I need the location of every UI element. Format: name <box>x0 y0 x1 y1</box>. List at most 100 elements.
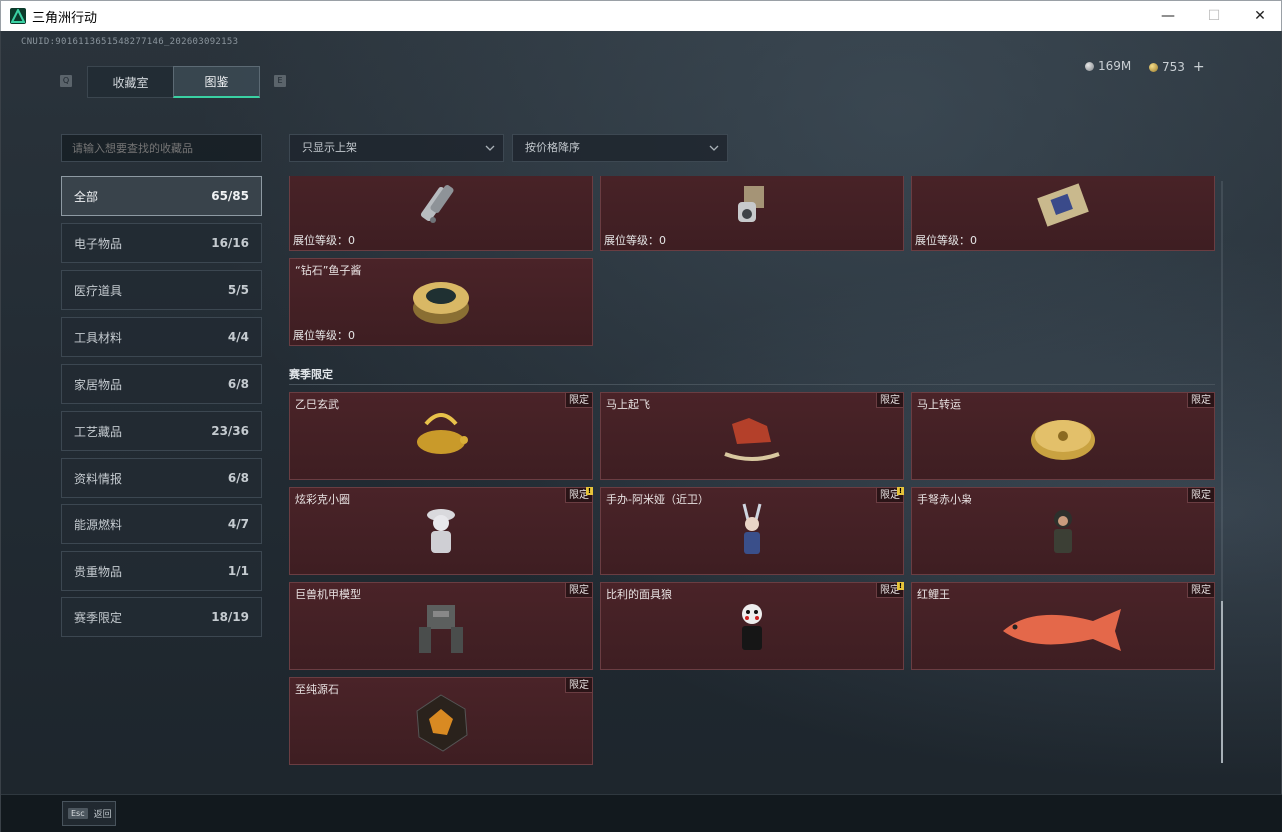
billy-puppet-icon <box>742 603 762 650</box>
category-label: 医疗道具 <box>74 283 123 298</box>
item-name: 乙巳玄武 <box>295 398 339 411</box>
tab-next-key[interactable]: E <box>274 75 286 87</box>
category-energy[interactable]: 能源燃料 4/7 <box>61 504 262 544</box>
collectible-card[interactable]: 手办-阿米娅（近卫） 限定 ! <box>600 487 904 575</box>
booth-level: 展位等级：0 <box>604 234 666 247</box>
category-count: 16/16 <box>211 236 249 250</box>
category-season-limited[interactable]: 赛季限定 18/19 <box>61 597 262 637</box>
close-icon: ✕ <box>1254 8 1266 24</box>
category-label: 贵重物品 <box>74 564 123 579</box>
section-divider <box>289 384 1215 385</box>
category-count: 4/7 <box>227 517 249 531</box>
grid-scrollbar[interactable] <box>1221 181 1223 763</box>
search-input[interactable] <box>61 134 262 162</box>
add-currency-button[interactable]: + <box>1192 59 1205 75</box>
window-title: 三角洲行动 <box>32 10 98 26</box>
collectible-card[interactable]: 手弩赤小枭 限定 <box>911 487 1215 575</box>
golden-tortoise-icon <box>417 413 468 454</box>
figurine-icon <box>427 508 455 553</box>
collectible-card[interactable]: 至纯源石 限定 <box>289 677 593 765</box>
category-label: 电子物品 <box>74 236 123 251</box>
item-name: 比利的面具狼 <box>606 588 672 601</box>
category-label: 赛季限定 <box>74 610 123 625</box>
gold-coin-icon <box>1149 62 1158 72</box>
new-mark-icon: ! <box>897 582 904 590</box>
category-crafts[interactable]: 工艺藏品 23/36 <box>61 411 262 451</box>
tab-collection-room[interactable]: 收藏室 <box>87 66 174 98</box>
scrollbar-thumb[interactable] <box>1221 601 1223 763</box>
item-name: 手弩赤小枭 <box>917 493 972 506</box>
sort-dropdown[interactable]: 按价格降序 <box>512 134 728 162</box>
category-all[interactable]: 全部 65/85 <box>61 176 262 216</box>
golden-wheel-icon <box>1031 420 1095 460</box>
category-count: 23/36 <box>211 424 249 438</box>
window-titlebar: 三角洲行动 — ☐ ✕ <box>0 0 1282 31</box>
chevron-down-icon <box>709 145 719 151</box>
originium-crystal-icon <box>416 694 468 752</box>
collectible-card[interactable]: 巨兽机甲模型 限定 <box>289 582 593 670</box>
maximize-icon: ☐ <box>1207 8 1221 24</box>
category-label: 家居物品 <box>74 377 123 392</box>
player-uid: CNUID:90161136515482771​46_202603092153 <box>21 37 239 47</box>
crossbow-figure-icon <box>1054 509 1072 553</box>
item-name: 马上转运 <box>917 398 961 411</box>
collectible-card[interactable]: 红鲤王 限定 <box>911 582 1215 670</box>
booth-level: 展位等级：0 <box>293 329 355 342</box>
item-name: 手办-阿米娅（近卫） <box>606 493 709 506</box>
silver-coin-icon <box>1085 61 1094 71</box>
category-electronics[interactable]: 电子物品 16/16 <box>61 223 262 263</box>
category-count: 4/4 <box>227 330 249 344</box>
category-label: 能源燃料 <box>74 517 123 532</box>
limited-badge: 限定 <box>1187 488 1214 503</box>
limited-badge: 限定 <box>1187 393 1214 408</box>
category-household[interactable]: 家居物品 6/8 <box>61 364 262 404</box>
collectible-card[interactable]: 马上起飞 限定 <box>600 392 904 480</box>
collectible-card[interactable]: “钻石”鱼子酱 展位等级：0 <box>289 258 593 346</box>
gold-currency: 753 + <box>1149 59 1205 75</box>
limited-badge: 限定 <box>565 583 592 598</box>
category-intel[interactable]: 资料情报 6/8 <box>61 458 262 498</box>
maximize-button[interactable]: ☐ <box>1191 1 1237 31</box>
limited-badge: 限定 <box>876 393 903 408</box>
item-name: 炫彩克小圈 <box>295 493 350 506</box>
red-carp-icon <box>1003 609 1121 652</box>
silver-currency: 169M <box>1085 59 1131 73</box>
new-mark-icon: ! <box>897 487 904 495</box>
section-title: 赛季限定 <box>289 368 333 381</box>
collectible-card[interactable]: 乙巳玄武 限定 <box>289 392 593 480</box>
category-valuables[interactable]: 贵重物品 1/1 <box>61 551 262 591</box>
collectible-card[interactable]: 炫彩克小圈 限定 ! <box>289 487 593 575</box>
minimize-button[interactable]: — <box>1145 1 1191 31</box>
category-count: 65/85 <box>211 189 249 203</box>
close-button[interactable]: ✕ <box>1237 1 1282 31</box>
item-name: 红鲤王 <box>917 588 950 601</box>
rocking-horse-icon <box>724 418 780 461</box>
bottom-bar: Esc 返回 <box>1 794 1282 832</box>
item-name: “钻石”鱼子酱 <box>295 264 362 277</box>
tab-prev-key[interactable]: Q <box>60 75 72 87</box>
booth-level: 展位等级：0 <box>915 234 977 247</box>
collectible-card[interactable]: 展位等级：0 <box>600 176 904 251</box>
collectible-card[interactable]: 比利的面具狼 限定 ! <box>600 582 904 670</box>
tab-catalog[interactable]: 图鉴 <box>173 66 260 98</box>
back-button[interactable]: Esc 返回 <box>62 801 116 826</box>
item-thumbnail-icon <box>1037 183 1089 227</box>
collectible-card[interactable]: 展位等级：0 <box>289 176 593 251</box>
collection-grid: 展位等级：0 展位等级：0 展位等级：0 “钻石”鱼子酱 展位等 <box>289 176 1215 766</box>
category-tools[interactable]: 工具材料 4/4 <box>61 317 262 357</box>
category-label: 工具材料 <box>74 330 123 345</box>
collectible-card[interactable]: 展位等级：0 <box>911 176 1215 251</box>
chevron-down-icon <box>485 145 495 151</box>
collectible-card[interactable]: 马上转运 限定 <box>911 392 1215 480</box>
silver-amount: 169M <box>1098 59 1132 73</box>
limited-badge: 限定 <box>565 678 592 693</box>
category-medical[interactable]: 医疗道具 5/5 <box>61 270 262 310</box>
minimize-icon: — <box>1161 8 1175 24</box>
category-label: 全部 <box>74 189 99 204</box>
gold-amount: 753 <box>1162 60 1185 74</box>
limited-badge: 限定 <box>1187 583 1214 598</box>
display-filter-dropdown[interactable]: 只显示上架 <box>289 134 504 162</box>
item-name: 巨兽机甲模型 <box>295 588 361 601</box>
amiya-figure-icon <box>742 503 762 554</box>
back-label: 返回 <box>93 810 112 820</box>
